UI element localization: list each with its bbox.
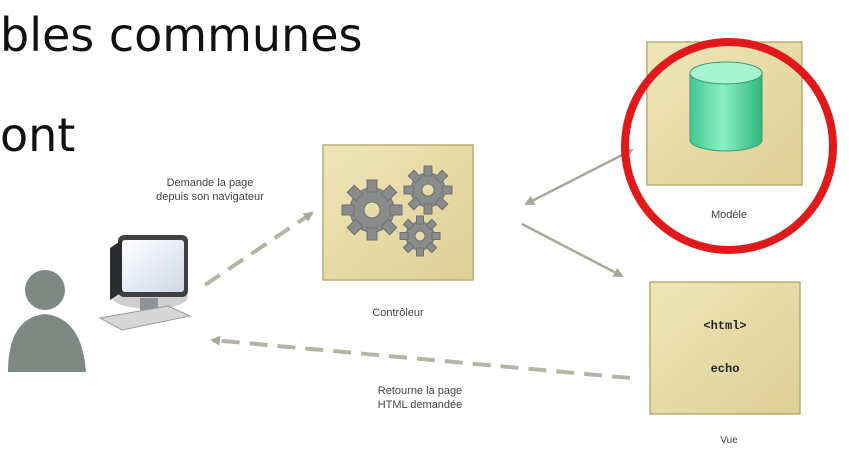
view-label: Vue <box>720 435 738 446</box>
user-computer-icon <box>8 235 192 372</box>
controller-view-arrow <box>521 222 624 278</box>
gears-icon <box>341 165 453 257</box>
response-label-line2: HTML demandée <box>378 399 463 411</box>
model-box <box>646 41 803 186</box>
controller-box <box>322 144 474 281</box>
response-label-line1: Retourne la page <box>378 385 462 397</box>
view-box: <html> echo <box>649 281 801 415</box>
response-arrow <box>210 335 631 380</box>
request-label-line2: depuis son navigateur <box>156 191 264 203</box>
model-highlight-circle <box>621 38 837 254</box>
slide-heading-line-1: bles communes <box>0 8 363 62</box>
model-label: Modèle <box>711 209 747 221</box>
request-label-line1: Demande la page <box>167 177 254 189</box>
database-cylinder-icon <box>689 61 763 152</box>
slide-heading-line-2: ont <box>0 108 76 162</box>
view-code-html: <html> <box>703 319 746 333</box>
controller-model-arrow <box>524 148 634 206</box>
view-code-echo: echo <box>711 362 740 376</box>
request-arrow <box>203 211 314 287</box>
controller-label: Contrôleur <box>372 307 424 319</box>
